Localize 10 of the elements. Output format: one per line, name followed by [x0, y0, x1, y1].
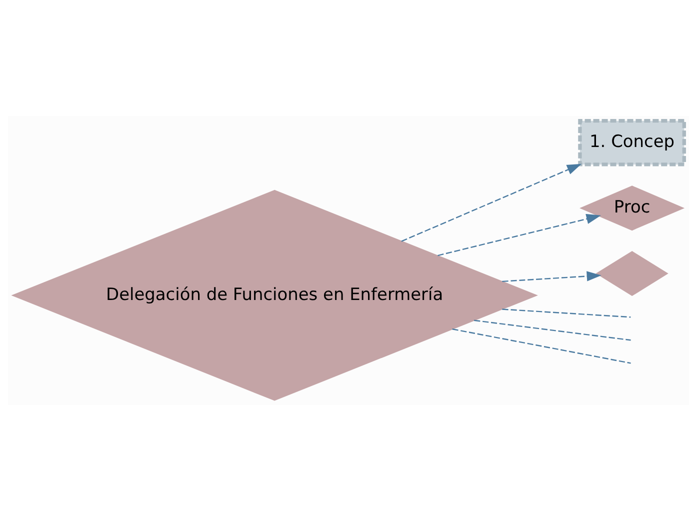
arrow [438, 213, 601, 256]
node-diamond [596, 250, 668, 296]
arrow [401, 163, 582, 242]
node-box: 1. Concep [578, 118, 686, 166]
connector [502, 308, 631, 318]
connector [452, 328, 631, 364]
connector [474, 319, 631, 340]
node-diamond: Delegación de Funciones en Enfermería [11, 189, 538, 400]
node-diamond: Proc [580, 185, 685, 230]
arrow [502, 270, 602, 282]
